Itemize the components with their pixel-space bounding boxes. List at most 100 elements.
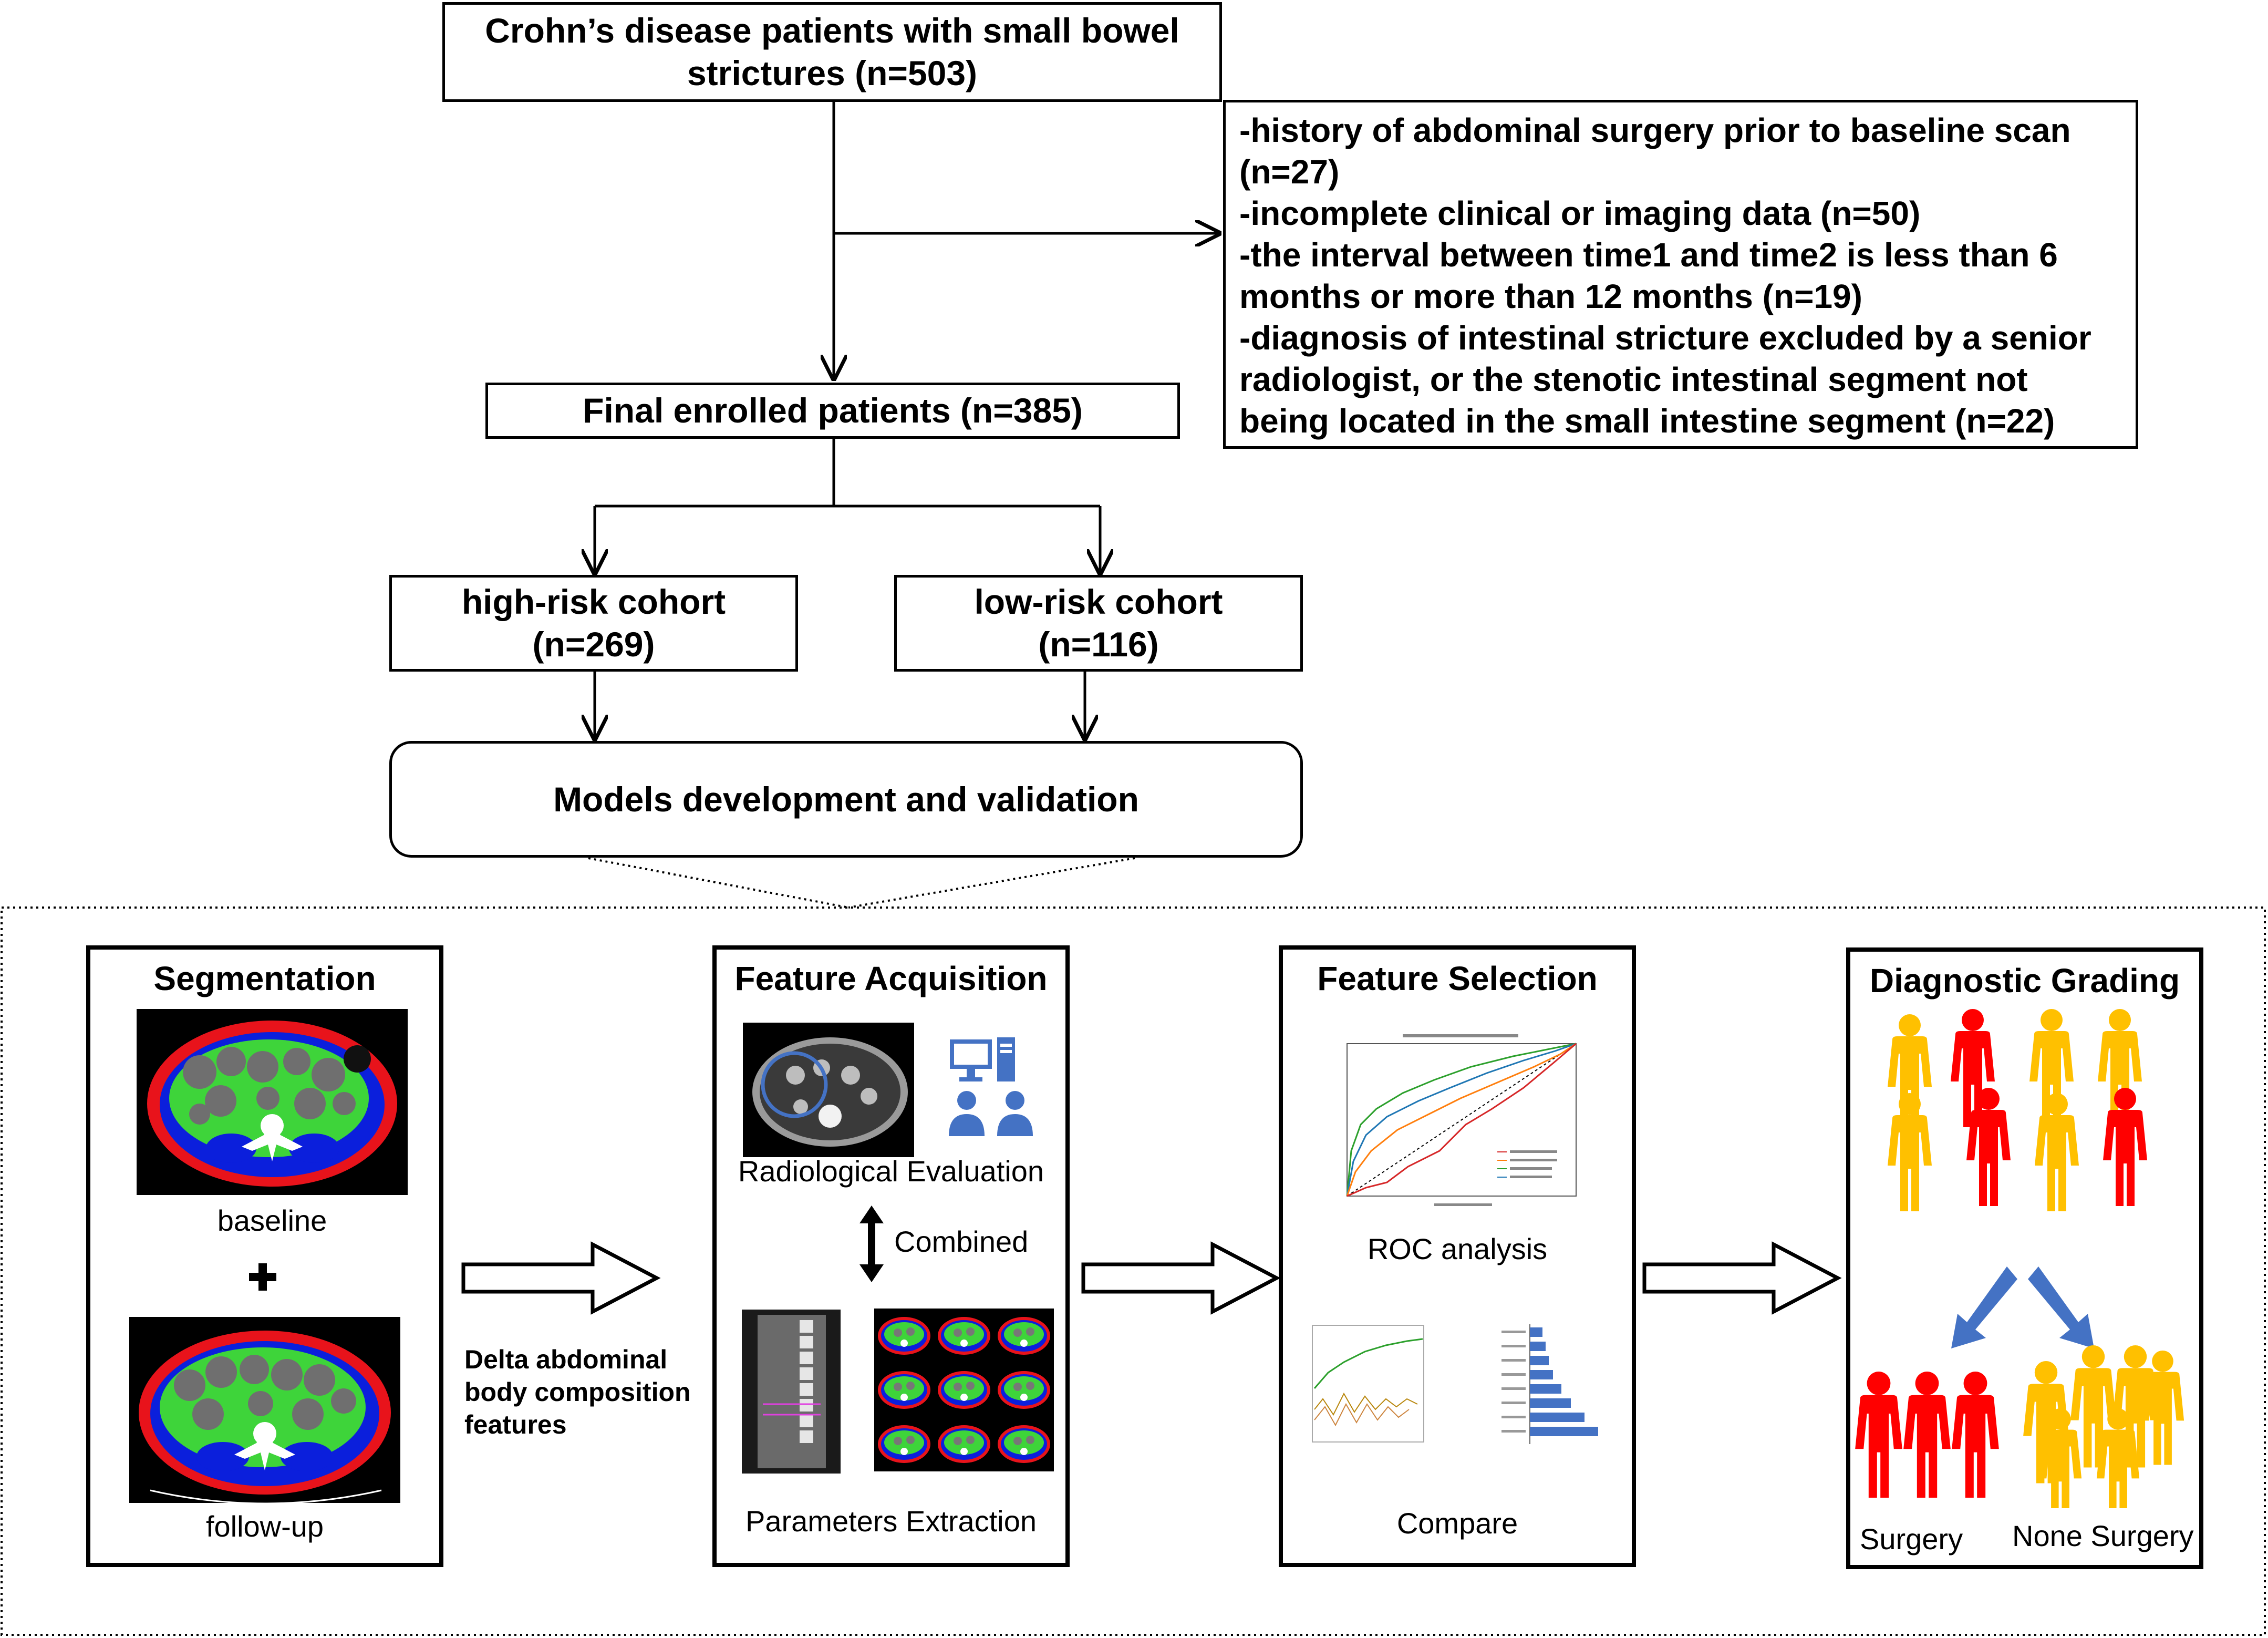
feature-acquisition-title: Feature Acquisition xyxy=(734,960,1048,997)
low-risk-cohort-box: low-risk cohort (n=116) xyxy=(894,575,1303,672)
ct-slice-thumb xyxy=(998,1425,1050,1463)
none-surgery-label: None Surgery xyxy=(2012,1519,2194,1552)
ct-slice-thumb xyxy=(878,1425,930,1463)
person-icon xyxy=(2035,1093,2079,1211)
compare-bar xyxy=(1530,1413,1585,1422)
baseline-ct-segmentation-image xyxy=(137,1009,408,1195)
ct-slice-thumb xyxy=(998,1371,1050,1409)
double-arrow-icon xyxy=(859,1206,884,1282)
hollow-arrow-3 xyxy=(1642,1241,1842,1315)
feature-selection-title: Feature Selection xyxy=(1317,960,1598,997)
compare-bar xyxy=(1530,1384,1561,1394)
bar-tick-label xyxy=(1501,1373,1526,1376)
enrolled-label: Final enrolled patients (n=385) xyxy=(583,391,1083,430)
followup-label: follow-up xyxy=(205,1510,324,1543)
bar-tick-label xyxy=(1501,1402,1526,1404)
compare-line-plot-thumbnail xyxy=(1312,1325,1424,1443)
bar-tick-label xyxy=(1501,1345,1526,1347)
person-icon xyxy=(2098,1009,2142,1127)
person-icon xyxy=(2103,1088,2147,1206)
users-icon xyxy=(949,1091,1033,1136)
person-icon xyxy=(2096,1408,2140,1508)
top-box-line-2: strictures (n=503) xyxy=(687,54,978,92)
bar-tick-label xyxy=(1501,1430,1526,1433)
surgery-group-people-icons xyxy=(1855,1372,1999,1498)
top-box-line-1: Crohn’s disease patients with small bowe… xyxy=(485,11,1179,50)
exclusion-line-6: -diagnosis of intestinal stricture exclu… xyxy=(1239,319,2091,357)
high-risk-cohort-box: high-risk cohort (n=269) xyxy=(389,575,798,672)
roc-curve-thumbnail xyxy=(1346,1034,1577,1206)
exclusion-criteria-box: -history of abdominal surgery prior to b… xyxy=(1223,100,2138,449)
ct-slice-grid-image xyxy=(874,1309,1054,1471)
exclusion-line-1: -history of abdominal surgery prior to b… xyxy=(1239,111,2071,149)
person-icon xyxy=(2038,1408,2082,1508)
split-arrows-icon xyxy=(1951,1266,2094,1348)
high-risk-count: (n=269) xyxy=(532,625,655,664)
plus-icon xyxy=(249,1263,276,1291)
person-icon xyxy=(2029,1009,2074,1127)
delta-features-label: Delta abdominal body composition feature… xyxy=(464,1343,691,1441)
exclusion-line-4: -the interval between time1 and time2 is… xyxy=(1239,236,2058,274)
baseline-label: baseline xyxy=(217,1204,327,1237)
ct-slice-thumb xyxy=(938,1371,990,1409)
compare-label: Compare xyxy=(1396,1507,1518,1540)
high-risk-label: high-risk cohort xyxy=(461,582,726,622)
compare-bar-chart-thumbnail xyxy=(1501,1324,1598,1444)
person-icon xyxy=(2070,1345,2116,1468)
person-icon xyxy=(2141,1351,2184,1465)
person-icon xyxy=(1855,1372,1902,1498)
person-icon xyxy=(1966,1088,2011,1206)
followup-ct-segmentation-image xyxy=(129,1317,400,1503)
person-icon xyxy=(2112,1345,2158,1468)
computer-icon xyxy=(950,1037,1015,1081)
hollow-arrow-2 xyxy=(1081,1241,1281,1315)
bar-tick-label xyxy=(1501,1387,1526,1390)
compare-bar xyxy=(1530,1342,1546,1351)
exclusion-line-3: -incomplete clinical or imaging data (n=… xyxy=(1239,194,1921,232)
delta-line-1: Delta abdominal xyxy=(464,1345,668,1374)
bar-tick-label xyxy=(1501,1331,1526,1333)
top-patients-box: Crohn’s disease patients with small bowe… xyxy=(442,2,1222,102)
delta-line-3: features xyxy=(464,1410,567,1439)
diagnostic-grading-panel: Diagnostic Grading xyxy=(1846,947,2203,1569)
exclusion-line-8: being located in the small intestine seg… xyxy=(1239,402,2055,440)
compare-bar xyxy=(1530,1327,1542,1337)
sagittal-scan-image xyxy=(742,1310,841,1474)
exclusion-line-7: radiologist, or the stenotic intestinal … xyxy=(1239,360,2028,398)
parameters-extraction-label: Parameters Extraction xyxy=(745,1505,1037,1538)
surgery-label: Surgery xyxy=(1860,1522,1963,1555)
radiological-ct-image xyxy=(743,1023,914,1157)
person-icon xyxy=(1888,1014,1932,1132)
compare-bar xyxy=(1530,1398,1571,1408)
bar-tick-label xyxy=(1501,1416,1526,1418)
hollow-arrow-1 xyxy=(461,1241,661,1315)
enrolled-patients-box: Final enrolled patients (n=385) xyxy=(485,383,1180,439)
combined-label: Combined xyxy=(894,1225,1029,1258)
ct-slice-thumb xyxy=(938,1317,990,1355)
ct-slice-thumb xyxy=(878,1371,930,1409)
exclusion-line-2: (n=27) xyxy=(1239,153,1340,191)
person-icon xyxy=(1888,1093,1932,1211)
compare-bar xyxy=(1530,1356,1549,1365)
radiological-evaluation-label: Radiological Evaluation xyxy=(738,1155,1044,1188)
person-icon xyxy=(1952,1372,1999,1498)
ct-slice-thumb xyxy=(878,1317,930,1355)
ct-slice-thumb xyxy=(998,1317,1050,1355)
none-surgery-group-people-icons xyxy=(2023,1345,2184,1508)
roc-analysis-label: ROC analysis xyxy=(1367,1232,1548,1265)
models-development-box: Models development and validation xyxy=(389,741,1303,858)
person-icon xyxy=(1951,1009,1995,1127)
diagnostic-grading-title: Diagnostic Grading xyxy=(1869,962,2180,1000)
ct-slice-thumb xyxy=(938,1425,990,1463)
exclusion-line-5: months or more than 12 months (n=19) xyxy=(1239,277,1862,315)
person-icon xyxy=(1903,1372,1951,1498)
low-risk-count: (n=116) xyxy=(1038,625,1159,664)
delta-line-2: body composition xyxy=(464,1377,691,1407)
segmentation-title: Segmentation xyxy=(153,960,376,997)
compare-bar xyxy=(1530,1427,1598,1436)
models-label: Models development and validation xyxy=(553,779,1139,819)
compare-bar xyxy=(1530,1370,1553,1379)
patient-group-people-icons xyxy=(1888,1009,2147,1211)
